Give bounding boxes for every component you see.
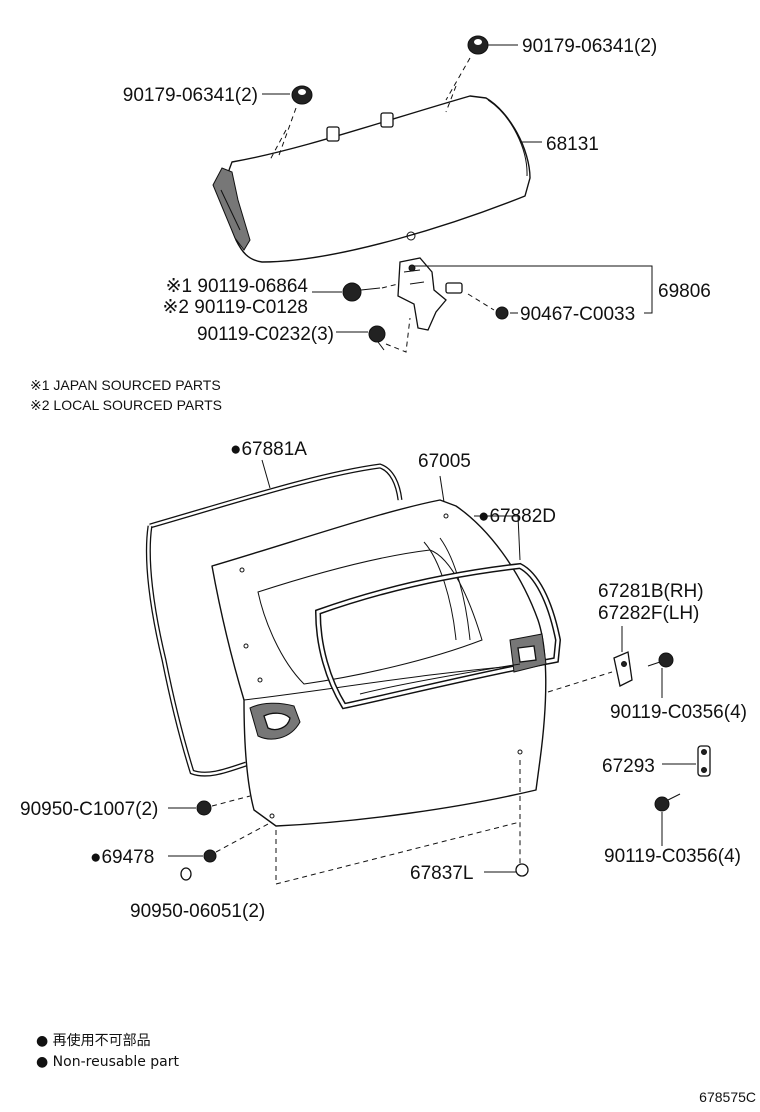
label-69478: ●69478 (90, 847, 154, 868)
label-90467-c0033: 90467-C0033 (520, 304, 635, 325)
legend-non-reusable-jp: ● 再使用不可部品 (36, 1032, 151, 1049)
hinge-69806 (397, 257, 463, 331)
grommet-90179-top-left (291, 85, 313, 105)
bolt-90119-c0356-lower (654, 793, 681, 812)
cushion-67837l (515, 863, 529, 877)
back-door-glass (212, 95, 531, 263)
figure-code: 678575C (699, 1089, 756, 1105)
label-90119-c0356-lower: 90119-C0356(4) (604, 846, 741, 867)
stay-67293 (697, 745, 711, 777)
label-90179-06341-left: 90179-06341(2) (123, 85, 258, 106)
weatherstrip-67881a (145, 463, 403, 777)
grommet-90179-top-right (467, 35, 489, 55)
label-67837l: 67837L (410, 863, 473, 884)
bolt-90119-c0232 (368, 325, 386, 351)
nut-90467 (495, 306, 509, 320)
label-90179-06341-right: 90179-06341(2) (522, 36, 657, 57)
bolt-90119-06864 (342, 282, 381, 302)
note-local-sourced: ※2 LOCAL SOURCED PARTS (30, 397, 222, 413)
bolt-90119-c0356-upper (647, 652, 674, 668)
label-90119-c0128: ※2 90119-C0128 (162, 297, 308, 318)
label-90119-c0356-upper: 90119-C0356(4) (610, 702, 747, 723)
latch-assembly (359, 633, 547, 695)
hinge-plate-67281b (613, 651, 633, 687)
legend-non-reusable-en: ● Non-reusable part (36, 1054, 179, 1070)
label-67882d: ●67882D (478, 506, 556, 527)
plug-69478 (203, 849, 217, 863)
label-90119-c0232: 90119-C0232(3) (197, 324, 334, 345)
plug-90950-06051 (180, 867, 192, 881)
label-90119-06864: ※1 90119-06864 (166, 276, 309, 297)
label-68131: 68131 (546, 134, 599, 155)
back-door-panel-67005 (211, 499, 547, 827)
label-67005: 67005 (418, 451, 471, 472)
note-japan-sourced: ※1 JAPAN SOURCED PARTS (30, 377, 221, 393)
label-67282f-lh: 67282F(LH) (598, 603, 699, 624)
label-90950-06051: 90950-06051(2) (130, 901, 265, 922)
label-69806: 69806 (658, 281, 711, 302)
label-90950-c1007: 90950-C1007(2) (20, 799, 158, 820)
label-67293: 67293 (602, 756, 655, 777)
label-67881a: ●67881A (230, 439, 307, 460)
label-67281b-rh: 67281B(RH) (598, 581, 704, 602)
clip-90950-c1007 (196, 800, 212, 816)
weatherstrip-67882d (314, 562, 562, 710)
